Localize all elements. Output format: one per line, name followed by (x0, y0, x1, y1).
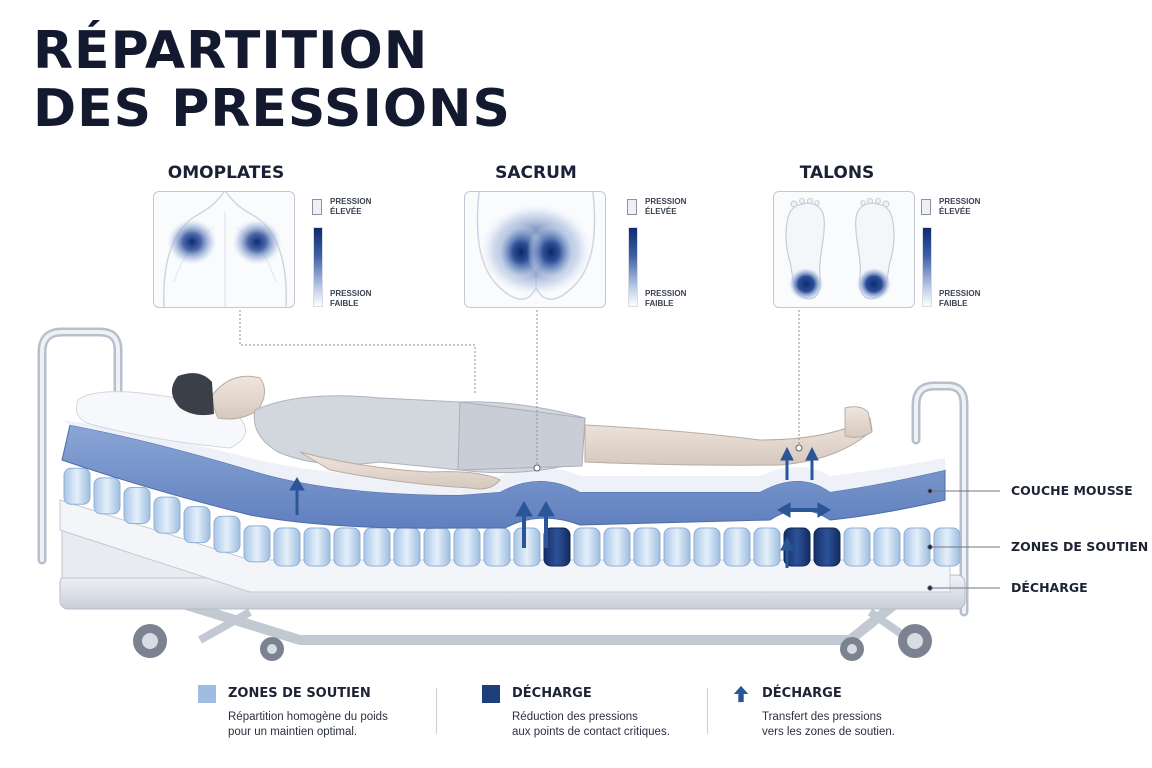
relief-cell (813, 527, 841, 567)
scale-high-label: ÉLEVÉE (645, 207, 677, 216)
support-cell (333, 527, 361, 567)
scale-gradient-bar (628, 227, 638, 307)
legend-desc-line: vers les zones de soutien. (762, 726, 895, 738)
support-cell (663, 527, 691, 567)
support-cell (513, 527, 541, 567)
foam-top-white (62, 420, 945, 495)
support-cell (213, 515, 241, 553)
dark-blue-square-icon (482, 685, 500, 703)
scale-low-label: FAIBLE (645, 299, 674, 308)
support-cell (453, 527, 481, 567)
support-cell (93, 477, 121, 515)
support-cell (393, 527, 421, 567)
support-cells (63, 467, 961, 567)
legend-desc-line: Transfert des pressions (762, 711, 882, 723)
scale-high-swatch (627, 199, 637, 215)
head-rail (37, 327, 123, 565)
support-cell (153, 496, 181, 534)
support-cell (603, 527, 631, 567)
sacrum-heatmap-panel (464, 191, 606, 308)
panel-title-omoplates: OMOPLATES (167, 163, 285, 183)
support-cell (483, 527, 511, 567)
panel-title-sacrum: SACRUM (495, 163, 577, 183)
scale-high-label: PRESSION (330, 197, 372, 206)
sacrum-illustration (476, 192, 596, 300)
legend-desc-line: Répartition homogène du poids (228, 711, 388, 723)
support-cell (903, 527, 931, 567)
support-cell (843, 527, 871, 567)
support-cell (573, 527, 601, 567)
support-cell (273, 527, 301, 567)
support-cell (243, 525, 271, 563)
shoulder-heatmap-panel (153, 191, 295, 308)
support-cell (723, 527, 751, 567)
scale-high-swatch (312, 199, 322, 215)
legend-title: DÉCHARGE (512, 686, 592, 701)
scale-low-label: PRESSION (645, 289, 687, 298)
pressure-arrows (289, 446, 831, 568)
support-cell (693, 527, 721, 567)
support-cell (363, 527, 391, 567)
support-cell (63, 467, 91, 505)
support-cell (183, 506, 211, 544)
scale-high-label: PRESSION (939, 197, 981, 206)
support-cell (423, 527, 451, 567)
feet-soles-illustration (785, 198, 895, 301)
light-blue-square-icon (198, 685, 216, 703)
patient-figure (171, 373, 873, 490)
legend-title: ZONES DE SOUTIEN (228, 686, 371, 701)
scale-low-label: FAIBLE (939, 299, 968, 308)
title-line-1: RÉPARTITION (33, 21, 429, 81)
foot-rail (911, 381, 969, 617)
callout-support-zones: ZONES DE SOUTIEN (1011, 539, 1149, 554)
support-cell (123, 486, 151, 524)
scale-low-label: PRESSION (939, 289, 981, 298)
scale-high-swatch (921, 199, 931, 215)
scale-gradient-bar (922, 227, 932, 307)
scale-high-label: ÉLEVÉE (330, 207, 362, 216)
up-arrow-icon (733, 685, 749, 703)
scale-gradient-bar (313, 227, 323, 307)
support-cell (933, 527, 961, 567)
support-cell (873, 527, 901, 567)
legend-divider (436, 688, 437, 734)
wheels (133, 624, 932, 661)
callout-foam-layer: COUCHE MOUSSE (1011, 483, 1133, 498)
panel-title-talons: TALONS (799, 163, 875, 183)
support-cell (633, 527, 661, 567)
scale-low-label: FAIBLE (330, 299, 359, 308)
page-title: RÉPARTITION DES PRESSIONS (33, 22, 511, 138)
legend-desc-line: aux points de contact critiques. (512, 726, 670, 738)
scale-low-label: PRESSION (330, 289, 372, 298)
callout-relief: DÉCHARGE (1011, 580, 1088, 595)
legend-title: DÉCHARGE (762, 686, 842, 701)
shoulder-back-illustration (163, 192, 287, 307)
support-cell (303, 527, 331, 567)
legend-desc-line: Réduction des pressions (512, 711, 638, 723)
legend-desc-line: pour un maintien optimal. (228, 726, 358, 738)
title-line-2: DES PRESSIONS (33, 79, 512, 139)
heel-heatmap-panel (773, 191, 915, 308)
scale-high-label: PRESSION (645, 197, 687, 206)
scale-high-label: ÉLEVÉE (939, 207, 971, 216)
support-cell (753, 527, 781, 567)
bed-illustration (37, 327, 969, 661)
legend-divider (707, 688, 708, 734)
